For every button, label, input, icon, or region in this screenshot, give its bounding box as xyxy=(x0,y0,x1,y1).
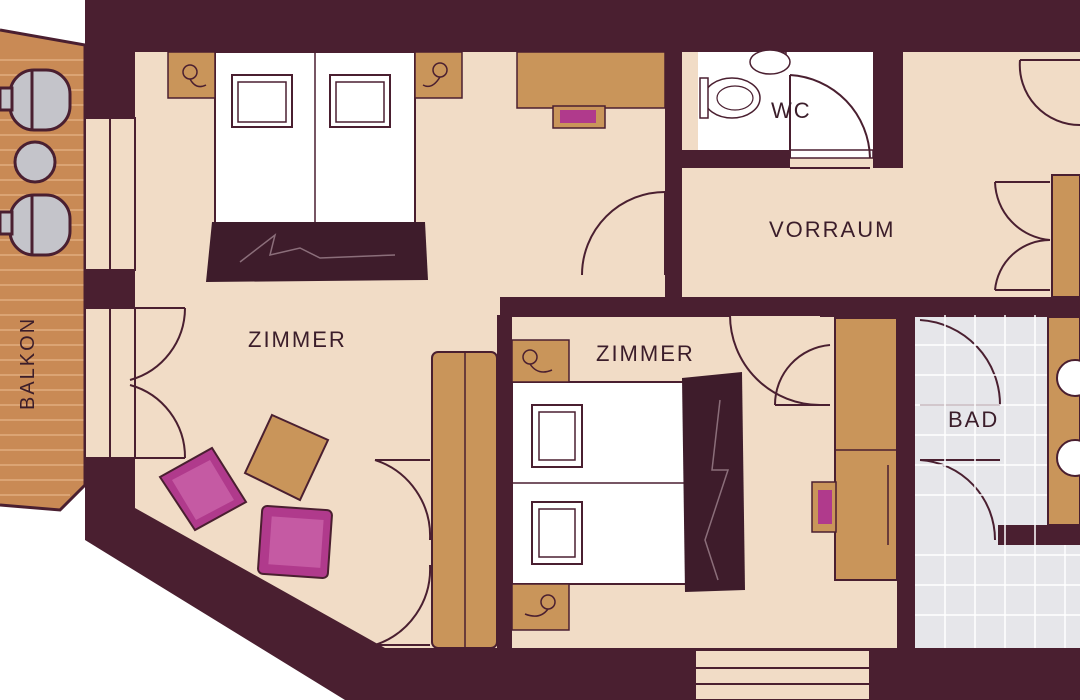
room-label-vorraum: VORRAUM xyxy=(769,217,895,242)
toilet-icon xyxy=(699,49,791,119)
bedside-lamp-icon xyxy=(522,349,553,373)
pillow xyxy=(329,74,391,128)
vorraum-wardrobe xyxy=(1051,174,1080,298)
balcony-table-icon xyxy=(13,140,57,184)
nightstand-right-2 xyxy=(511,583,570,631)
double-bed-left xyxy=(206,51,428,282)
pillow xyxy=(237,81,287,123)
wc-partition-line xyxy=(789,149,874,159)
door-swing-icon xyxy=(374,459,432,646)
bathroom-tiles xyxy=(915,315,1080,648)
coffee-table xyxy=(243,413,330,502)
bedside-lamp-icon xyxy=(422,62,448,88)
door-swing-icon xyxy=(994,181,1051,291)
balcony: BALKON xyxy=(0,28,87,512)
sink-icon xyxy=(1056,439,1080,477)
bathroom-vanity xyxy=(1047,316,1080,526)
window-balcony-upper xyxy=(84,117,136,271)
desk-right xyxy=(811,317,898,581)
bed-throw xyxy=(682,372,745,592)
sink-icon xyxy=(1056,359,1080,397)
bedside-lamp-icon xyxy=(524,594,556,617)
pillow xyxy=(538,411,576,461)
armchair-icon xyxy=(257,504,333,580)
desk-left xyxy=(516,51,666,129)
pillow xyxy=(231,74,293,128)
interior-walls xyxy=(497,52,1080,650)
room-label-wc: WC xyxy=(771,98,812,123)
door-swing-icon xyxy=(789,74,871,169)
wardrobe-left xyxy=(431,351,498,649)
nightstand-left-1 xyxy=(167,51,216,99)
door-swing-icon xyxy=(729,314,831,406)
bedside-lamp-icon xyxy=(182,64,207,88)
window-balcony-lower xyxy=(84,307,136,459)
pillow xyxy=(538,508,576,558)
armchair-icon xyxy=(158,446,248,532)
balcony-chair-bottom-icon xyxy=(0,193,72,257)
nightstand-left-2 xyxy=(414,51,463,99)
room-label-bad: BAD xyxy=(948,407,999,432)
nightstand-right-1 xyxy=(511,339,570,383)
window-bottom xyxy=(694,649,871,700)
balcony-chair-top-icon xyxy=(0,68,72,132)
door-swing-icon xyxy=(1018,59,1080,127)
pillow xyxy=(531,404,583,468)
door-swing-icon xyxy=(581,191,666,276)
room-label-zimmer-right: ZIMMER xyxy=(596,341,695,366)
double-bed-right xyxy=(511,372,745,592)
room-label-balkon: BALKON xyxy=(17,317,39,410)
bed-throw xyxy=(206,222,428,282)
pillow xyxy=(335,81,385,123)
door-swing-icon xyxy=(129,307,187,459)
room-label-zimmer-left: ZIMMER xyxy=(248,327,347,352)
pillow xyxy=(531,501,583,565)
